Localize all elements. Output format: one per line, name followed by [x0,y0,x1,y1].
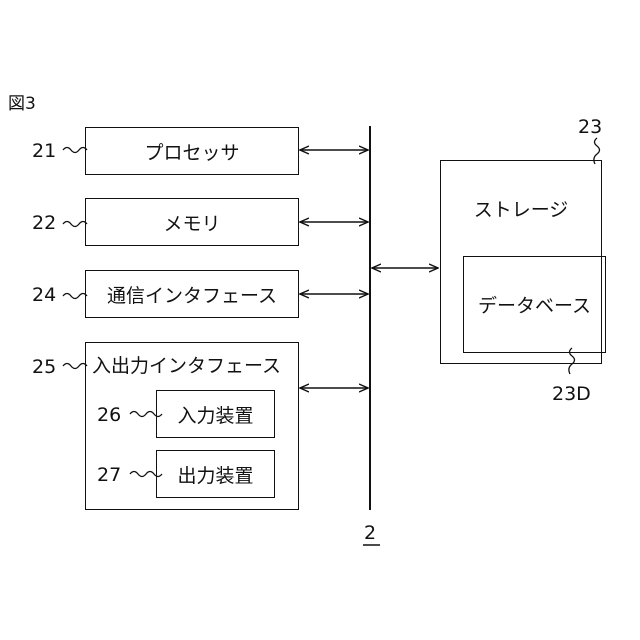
figure-label: 図3 [8,96,36,113]
ref-26: 26 [97,406,121,425]
ref-23: 23 [578,118,602,137]
comm-interface-label: 通信インタフェース [107,281,277,308]
comm-interface-box: 通信インタフェース [85,270,299,318]
database-box: データベース [463,256,606,353]
database-label: データベース [478,291,591,318]
leader-24 [63,294,87,299]
leader-22 [63,222,87,227]
leader-21 [63,148,87,153]
ref-25: 25 [32,358,56,377]
storage-label: ストレージ [441,201,601,220]
output-device-label: 出力装置 [177,461,253,488]
io-interface-label: 入出力インタフェース [92,357,281,376]
leader-25 [63,364,87,369]
memory-label: メモリ [163,209,220,236]
ref-22: 22 [32,214,56,233]
memory-box: メモリ [85,198,299,246]
ref-21: 21 [32,142,56,161]
processor-label: プロセッサ [144,138,239,165]
input-device-box: 入力装置 [156,390,275,438]
ref-23d: 23D [552,385,591,404]
input-device-label: 入力装置 [177,401,253,428]
processor-box: プロセッサ [85,127,299,175]
ref-24: 24 [32,286,56,305]
ref-27: 27 [97,466,121,485]
ref-2: 2 [364,524,376,543]
output-device-box: 出力装置 [156,450,275,498]
